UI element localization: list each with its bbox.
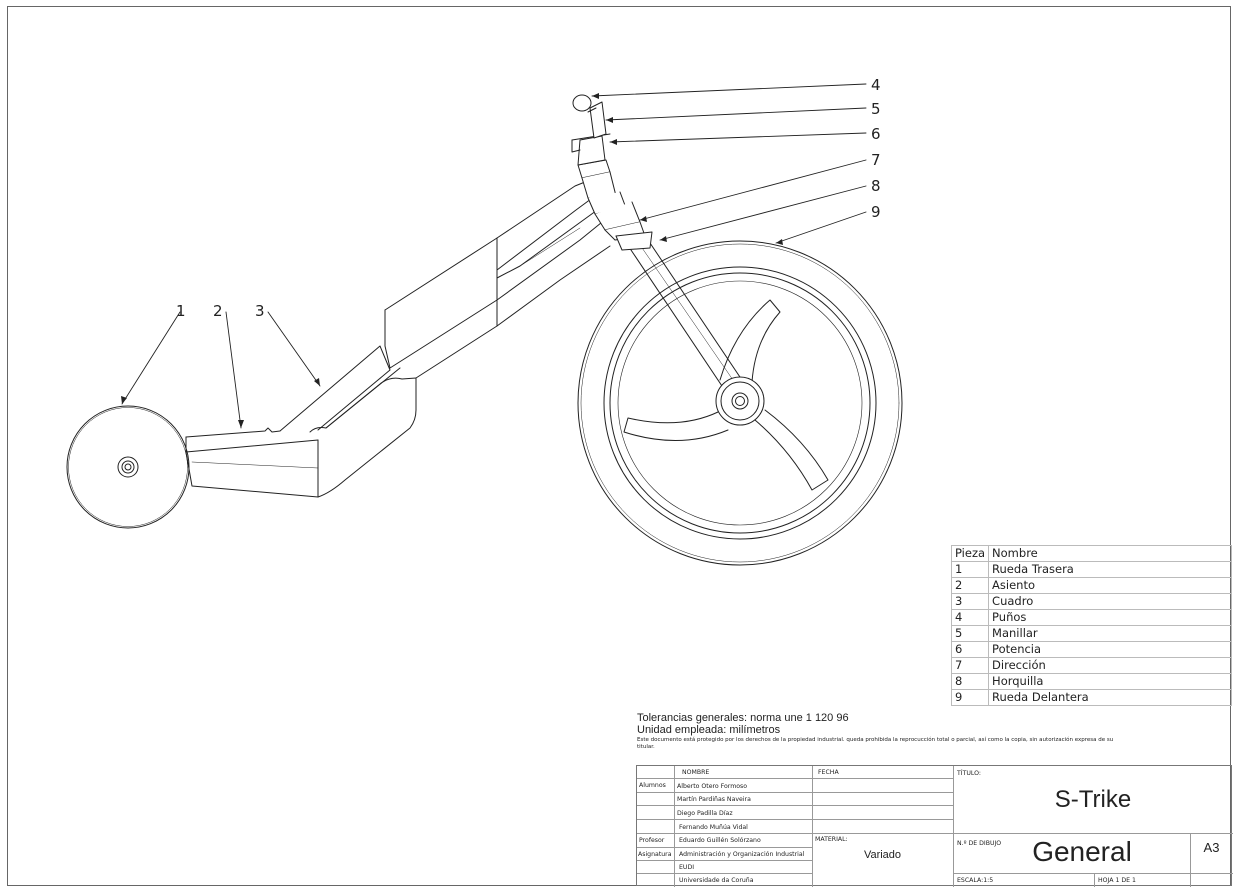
steering-head (571, 133, 646, 241)
seat (185, 345, 417, 498)
part-number: 5 (950, 625, 990, 642)
callout-2: 2 (213, 302, 223, 320)
part-name: Rueda Delantera (988, 689, 1232, 706)
tolerances-note: Tolerancias generales: norma une 1 120 9… (637, 712, 849, 724)
callout-4: 4 (871, 76, 881, 94)
part-name: Rueda Trasera (988, 561, 1232, 578)
part-name: Potencia (988, 641, 1232, 658)
part-number: 4 (950, 609, 990, 626)
titulo-label: TÍTULO: (957, 770, 981, 777)
handlebar (572, 94, 607, 139)
header-pieza: Pieza (950, 545, 990, 562)
material-label: MATERIAL: (815, 836, 848, 843)
parts-table-header: Pieza Nombre (950, 545, 1232, 562)
front-wheel (577, 240, 903, 566)
callout-7: 7 (871, 151, 881, 169)
drawing-frame (7, 6, 1231, 886)
callout-3: 3 (255, 302, 265, 320)
part-name: Manillar (988, 625, 1232, 642)
part-name: Dirección (988, 657, 1232, 674)
units-note: Unidad empleada: milímetros (637, 724, 781, 736)
title-block: NOMBRE FECHA TÍTULO: Alumnos Alberto Ote… (636, 765, 1233, 887)
callout-9: 9 (871, 203, 881, 221)
callout-5: 5 (871, 100, 881, 118)
alumnos-label: Alumnos (639, 782, 666, 789)
sheet-size: A3 (1203, 840, 1220, 855)
fecha-label: FECHA (818, 769, 839, 776)
callout-6: 6 (871, 125, 881, 143)
drawing-title: S-Trike (1054, 786, 1132, 813)
material-value: Variado (863, 849, 902, 861)
asignatura-label: Asignatura (638, 851, 672, 858)
scale-label: ESCALA:1:5 (957, 877, 994, 884)
drawing-name: General (1032, 836, 1132, 867)
header-nombre: Nombre (988, 545, 1232, 562)
callout-1: 1 (176, 302, 186, 320)
part-number: 9 (950, 689, 990, 706)
part-name: Puños (988, 609, 1232, 626)
profesor-name: Eduardo Guillén Solórzano (679, 837, 761, 844)
fork (615, 231, 753, 399)
profesor-label: Profesor (639, 837, 665, 844)
rear-wheel (66, 405, 190, 529)
leader-lines (121, 83, 867, 429)
nombre-label: NOMBRE (682, 769, 710, 776)
part-number: 2 (950, 577, 990, 594)
part-name: Asiento (988, 577, 1232, 594)
asignatura-name: Administración y Organización Industrial (679, 851, 805, 858)
eudi-label: EUDI (679, 864, 695, 871)
part-number: 3 (950, 593, 990, 610)
sheet-of-label: HOJA 1 DE 1 (1098, 877, 1136, 884)
part-number: 1 (950, 561, 990, 578)
part-number: 7 (950, 657, 990, 674)
leader-arrows (121, 93, 783, 428)
alumno-4: Fernando Muñúa Vidal (679, 824, 748, 831)
drawing-number-label: N.º DE DIBUJO (957, 840, 1002, 847)
universidad-label: Universidade da Coruña (679, 877, 754, 884)
copyright-note: Este documento está protegido por los de… (637, 737, 1114, 750)
alumno-3: Diego Padilla Díaz (677, 810, 733, 817)
part-name: Horquilla (988, 673, 1232, 690)
general-notes: Tolerancias generales: norma une 1 120 9… (637, 712, 1117, 750)
callout-8: 8 (871, 177, 881, 195)
frame (384, 175, 613, 379)
part-number: 8 (950, 673, 990, 690)
alumno-2: Martín Pardiñas Naveira (677, 796, 751, 803)
callout-numbers: 1 2 3 4 5 6 7 8 9 (176, 76, 881, 320)
part-number: 6 (950, 641, 990, 658)
part-name: Cuadro (988, 593, 1232, 610)
alumno-1: Alberto Otero Formoso (677, 783, 748, 790)
